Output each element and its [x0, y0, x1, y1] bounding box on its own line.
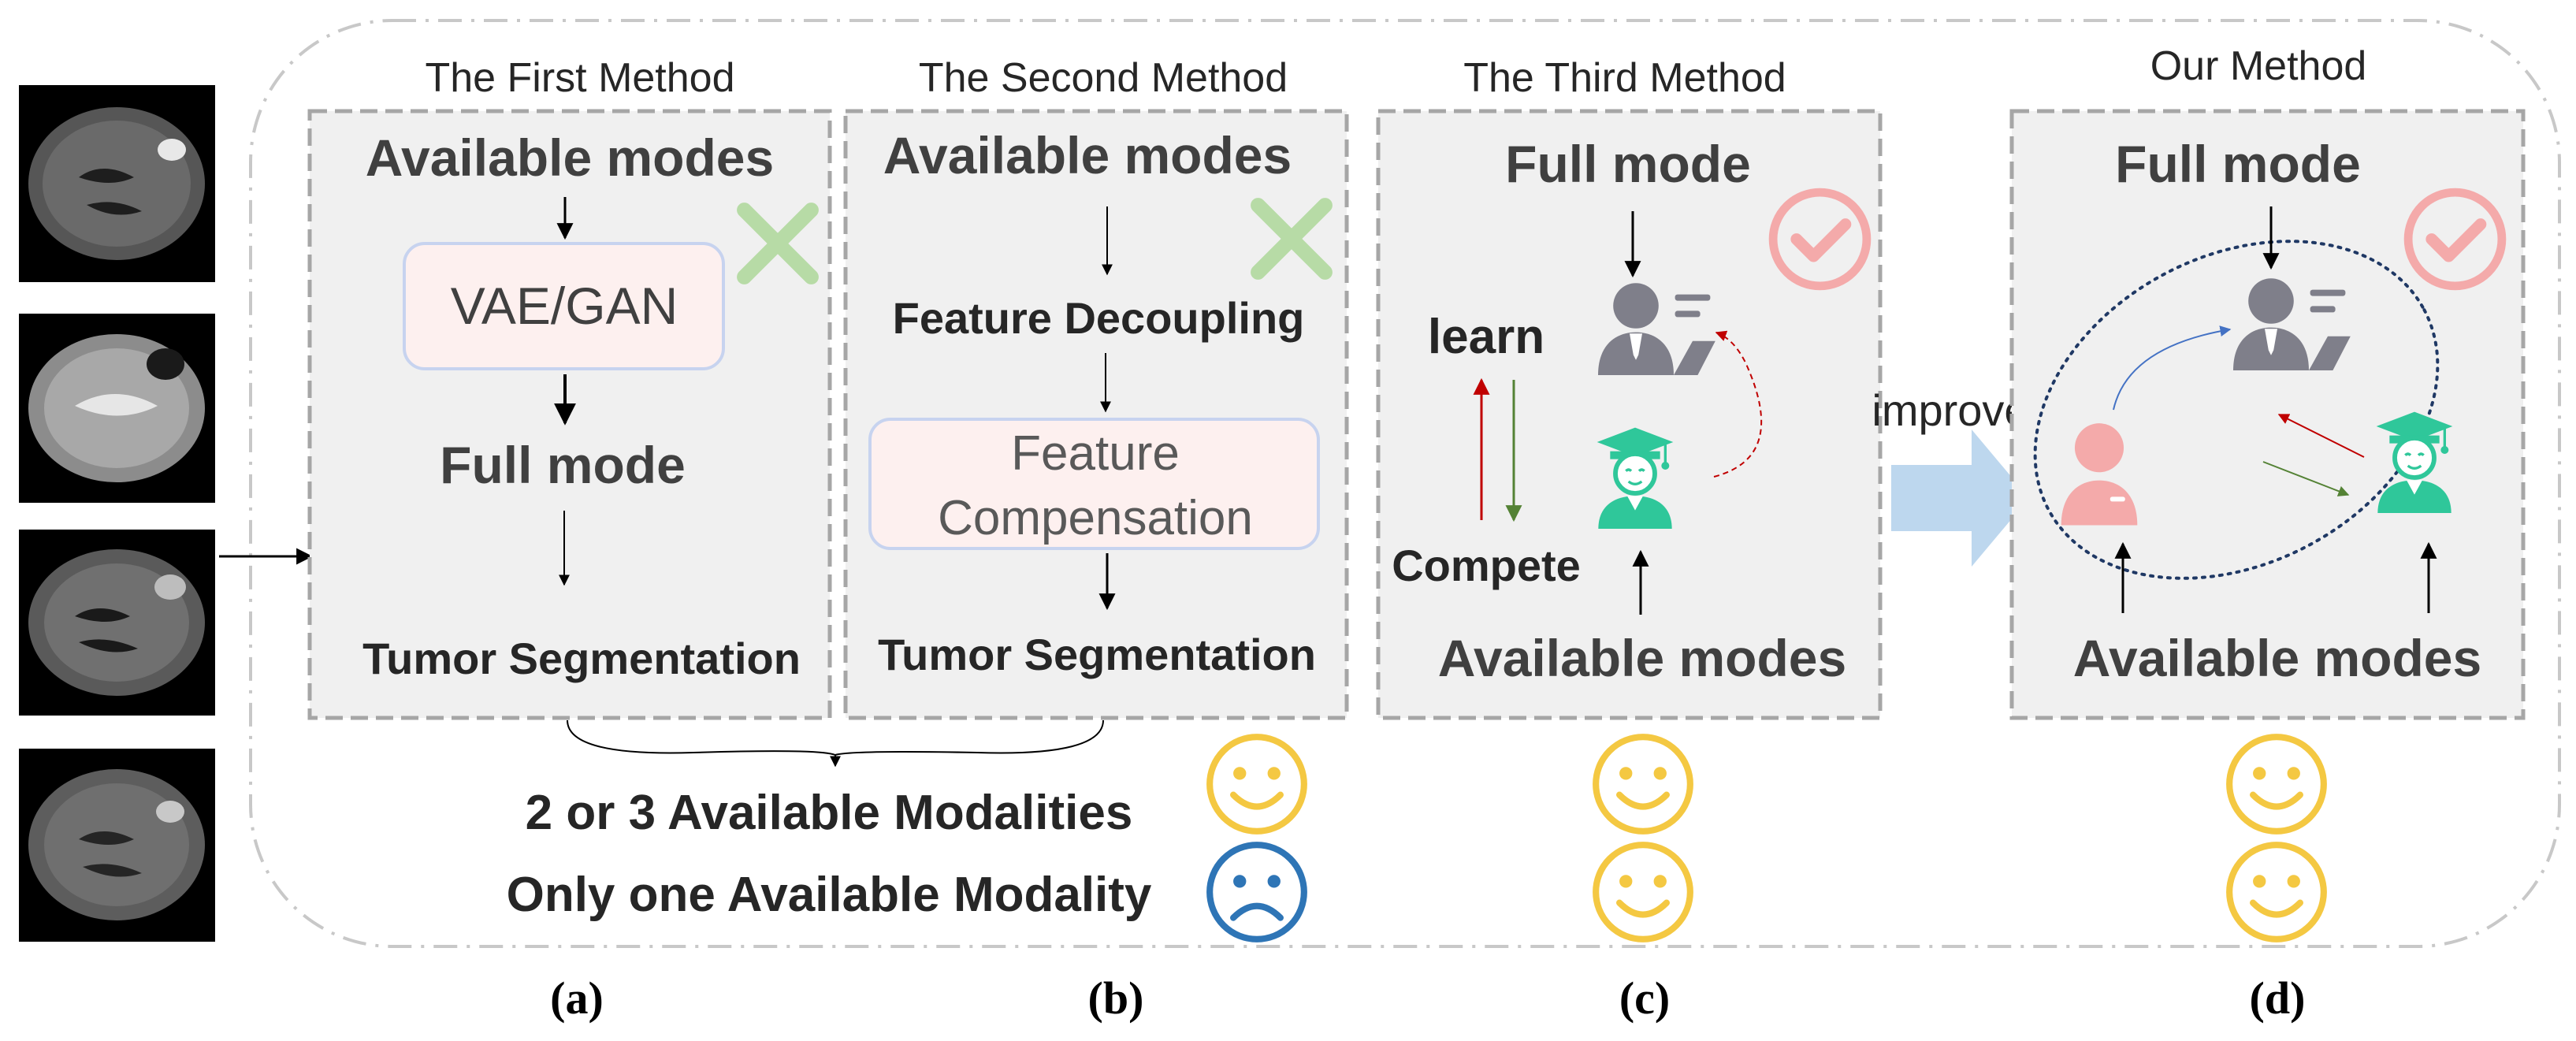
mri-slice-3	[19, 530, 215, 716]
outer-frame	[249, 19, 2561, 948]
panel-d-red-arrow	[2277, 414, 2365, 458]
panel-c-top-label: Full mode	[1505, 135, 1751, 193]
panel-c-bottom-label: Available modes	[1438, 629, 1846, 687]
ab-brace	[567, 719, 1104, 757]
panel-c-learn-label: learn	[1428, 310, 1544, 364]
panel-a-module-label: VAE/GAN	[451, 277, 678, 335]
smile-icon-c-row2	[1596, 845, 1690, 939]
panel-d-box	[2009, 109, 2526, 720]
mri-slice-2	[19, 314, 215, 503]
panel-a-output-label: Tumor Segmentation	[362, 634, 801, 683]
smile-icon-d-row2	[2229, 845, 2324, 939]
caption-a: (a)	[550, 972, 604, 1024]
panel-d-bottom-label: Available modes	[2073, 629, 2481, 687]
panel-c-compete-label: Compete	[1392, 541, 1581, 590]
mri-slice-1	[19, 85, 215, 282]
sad-icon-ab-row2	[1210, 845, 1304, 939]
panel-c-title: The Third Method	[1463, 55, 1786, 101]
mri-slice-4	[19, 749, 215, 942]
panel-d-dotted-ellipse	[2033, 240, 2440, 580]
panel-b-input-label: Available modes	[883, 126, 1292, 184]
panel-b-module-label-2: Compensation	[938, 491, 1253, 545]
panel-a-title: The First Method	[425, 55, 734, 101]
panel-d-blue-curve-arrow	[2113, 325, 2232, 411]
panel-c-learn-curve-arrow	[1713, 330, 1762, 478]
improve-label: improve	[1872, 385, 2028, 435]
panel-a-middle-label: Full mode	[440, 436, 686, 494]
panel-b-title: The Second Method	[919, 55, 1288, 101]
panel-b-module-label-1: Feature	[1011, 426, 1180, 481]
panel-a-module-box	[403, 242, 725, 370]
panel-a-input-label: Available modes	[366, 128, 774, 187]
legend-row1-label: 2 or 3 Available Modalities	[526, 786, 1133, 840]
smile-icon-d-row1	[2229, 737, 2324, 831]
legend-row2-label: Only one Available Modality	[507, 868, 1152, 922]
panel-a-box	[307, 109, 832, 720]
caption-b: (b)	[1088, 972, 1144, 1024]
panel-d-top-label: Full mode	[2115, 135, 2361, 193]
smile-icon-c-row1	[1596, 737, 1690, 831]
panel-c-box	[1376, 109, 1883, 720]
panel-d-title: Our Method	[2150, 43, 2367, 89]
caption-c: (c)	[1619, 972, 1670, 1024]
panel-b-box	[843, 109, 1349, 720]
panel-b-step1-label: Feature Decoupling	[893, 293, 1305, 343]
panel-d-green-arrow	[2262, 461, 2350, 496]
caption-d: (d)	[2250, 972, 2306, 1024]
smile-icon-ab-row1	[1210, 737, 1304, 831]
panel-b-module-box	[868, 418, 1320, 550]
panel-b-output-label: Tumor Segmentation	[878, 630, 1316, 679]
improve-arrow	[1891, 429, 2029, 567]
